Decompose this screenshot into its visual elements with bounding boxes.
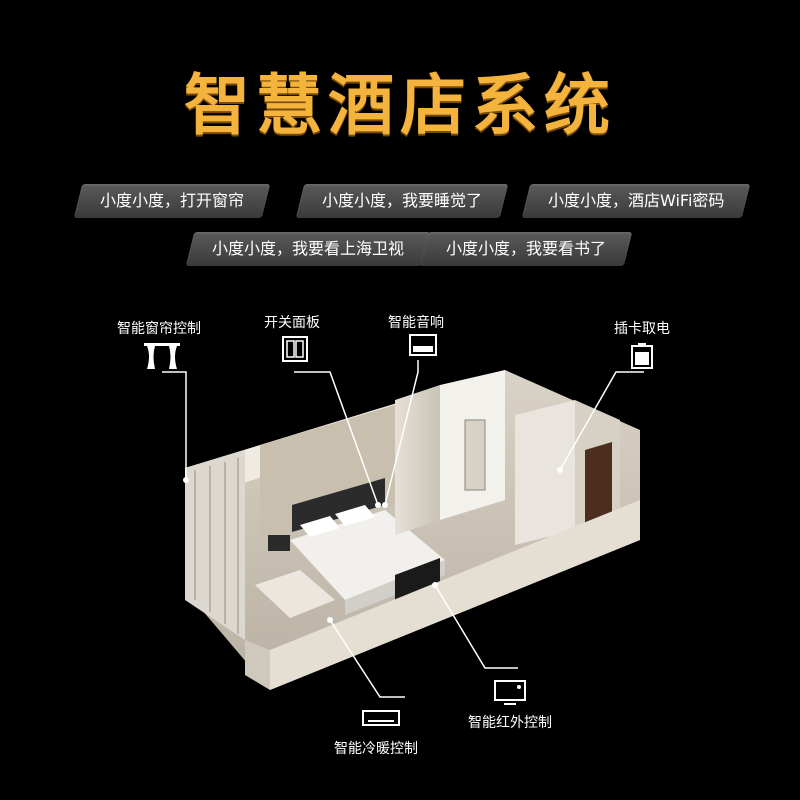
curtain-folds <box>194 458 239 634</box>
smart-speaker-icon <box>409 334 437 358</box>
feature-label-speaker: 智能音响 <box>388 315 444 331</box>
partition-wall <box>395 385 440 535</box>
curtain-callout-line <box>162 371 187 480</box>
headboard <box>292 478 385 532</box>
switch-callout-line <box>294 371 379 506</box>
page-title: 智慧酒店系统 <box>184 67 616 144</box>
feature-label-switch: 开关面板 <box>264 315 320 331</box>
curtain-icon <box>142 342 182 370</box>
feature-label-curtain: 智能窗帘控制 <box>117 321 201 337</box>
feature-label-ac: 智能冷暖控制 <box>334 741 418 757</box>
nightstand <box>268 535 290 551</box>
speaker-callout-line <box>384 360 419 506</box>
mirror <box>464 419 486 491</box>
front-wall <box>270 500 640 690</box>
tv-icon <box>494 680 526 706</box>
ac-callout-line <box>329 619 405 698</box>
card-callout-line <box>559 371 644 471</box>
sofa <box>255 570 335 618</box>
air-conditioner-icon <box>362 710 400 728</box>
switch-panel-icon <box>282 336 308 362</box>
curtain-area <box>185 450 245 640</box>
room-door <box>585 442 612 532</box>
key-card-icon <box>630 342 654 370</box>
pillow <box>335 505 375 526</box>
bed <box>290 510 445 600</box>
ir-callout-line <box>434 584 518 669</box>
wardrobe <box>515 400 575 545</box>
pillow <box>300 516 340 537</box>
feature-label-ir: 智能红外控制 <box>468 715 552 731</box>
callout-lines <box>162 360 644 698</box>
feature-label-card: 插卡取电 <box>614 321 670 337</box>
